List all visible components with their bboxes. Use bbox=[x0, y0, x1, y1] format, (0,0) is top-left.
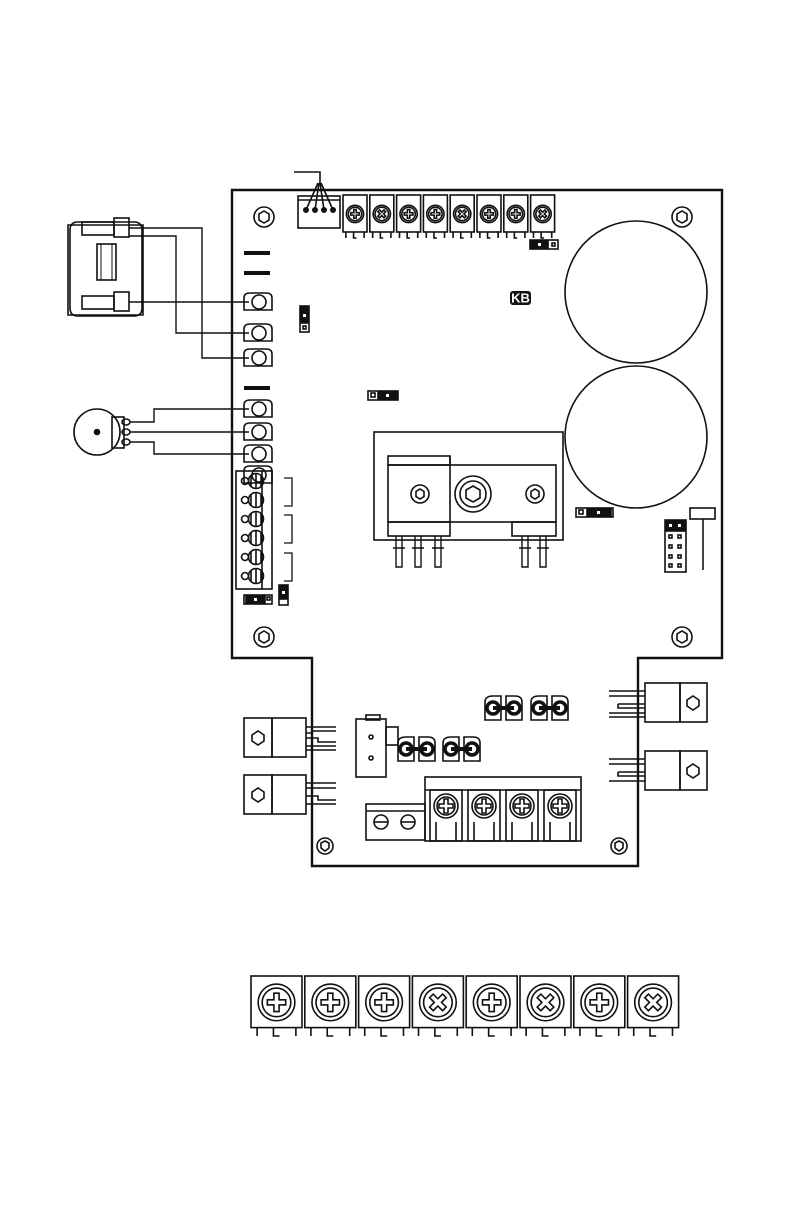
small-connector[interactable] bbox=[356, 715, 398, 777]
terminal-brackets bbox=[284, 478, 292, 581]
detail-trimpot[interactable] bbox=[628, 976, 679, 1036]
mounting-hole-icon bbox=[254, 627, 274, 647]
screw-icon bbox=[526, 485, 544, 503]
fuse-icon[interactable] bbox=[398, 737, 435, 761]
screw-icon bbox=[374, 815, 388, 829]
detail-trimpot[interactable] bbox=[305, 976, 356, 1036]
detail-trimpot[interactable] bbox=[412, 976, 463, 1036]
jumper-j5[interactable] bbox=[279, 585, 288, 605]
terminal-screw[interactable] bbox=[242, 550, 264, 565]
capacitor-top bbox=[565, 221, 707, 363]
left-slots bbox=[244, 253, 270, 388]
terminal-screw[interactable] bbox=[242, 531, 264, 546]
external-potentiometer[interactable] bbox=[74, 409, 130, 455]
terminal-block-screws bbox=[242, 474, 264, 584]
board-trimpot[interactable] bbox=[423, 195, 447, 238]
mounting-hole-icon bbox=[672, 627, 692, 647]
screw-icon bbox=[411, 485, 429, 503]
power-terminal[interactable] bbox=[544, 790, 576, 841]
terminal-screw[interactable] bbox=[242, 493, 264, 508]
svg-text:KB: KB bbox=[511, 291, 530, 306]
board-trimpot[interactable] bbox=[531, 195, 555, 238]
fuse-icon[interactable] bbox=[443, 737, 480, 761]
heatsink-assembly bbox=[374, 432, 563, 540]
line-terminal-screws bbox=[430, 790, 576, 841]
detail-trimpot-row bbox=[251, 976, 679, 1036]
board-outline bbox=[232, 190, 722, 866]
board-trimpot[interactable] bbox=[370, 195, 394, 238]
terminal-screw[interactable] bbox=[242, 512, 264, 527]
detail-trimpot[interactable] bbox=[520, 976, 571, 1036]
external-switch[interactable] bbox=[60, 218, 150, 320]
detail-trimpot[interactable] bbox=[251, 976, 302, 1036]
board-trimpot[interactable] bbox=[397, 195, 421, 238]
terminal-screw[interactable] bbox=[242, 569, 264, 584]
board-trimpot[interactable] bbox=[504, 195, 528, 238]
mounting-hole-icon bbox=[672, 207, 692, 227]
jumper-j4[interactable] bbox=[244, 595, 272, 604]
fuse-icon[interactable] bbox=[531, 696, 568, 720]
transistor-right-upper bbox=[609, 683, 707, 722]
detail-trimpot[interactable] bbox=[466, 976, 517, 1036]
board-trimpot[interactable] bbox=[343, 195, 367, 238]
transistor-left-lower bbox=[244, 775, 336, 814]
fuse-icon[interactable] bbox=[485, 696, 522, 720]
mounting-holes bbox=[254, 207, 692, 854]
board-trimpot[interactable] bbox=[477, 195, 501, 238]
detail-trimpot[interactable] bbox=[574, 976, 625, 1036]
jumper-j6[interactable] bbox=[576, 508, 613, 517]
power-terminal[interactable] bbox=[506, 790, 538, 841]
capacitor-bottom bbox=[565, 366, 707, 508]
screw-icon bbox=[401, 815, 415, 829]
detail-trimpot[interactable] bbox=[359, 976, 410, 1036]
mounting-hole-icon bbox=[254, 207, 274, 227]
mounting-hole-icon bbox=[611, 838, 627, 854]
power-terminal[interactable] bbox=[468, 790, 500, 841]
screw-icon bbox=[455, 476, 491, 512]
transistor-left-upper bbox=[244, 718, 336, 757]
pin-header[interactable] bbox=[665, 508, 715, 572]
transistor-right-lower bbox=[609, 751, 707, 790]
jumper-j2[interactable] bbox=[300, 306, 309, 332]
top-connector[interactable] bbox=[294, 172, 340, 228]
mounting-hole-icon bbox=[317, 838, 333, 854]
jumper-j3[interactable] bbox=[368, 391, 398, 400]
fuse-clips bbox=[398, 696, 568, 761]
kb-logo: KB bbox=[510, 291, 531, 306]
board-trimpot[interactable] bbox=[450, 195, 474, 238]
board-trimpot-row bbox=[343, 195, 555, 238]
jumper-j1[interactable] bbox=[530, 240, 558, 249]
power-terminal[interactable] bbox=[430, 790, 462, 841]
